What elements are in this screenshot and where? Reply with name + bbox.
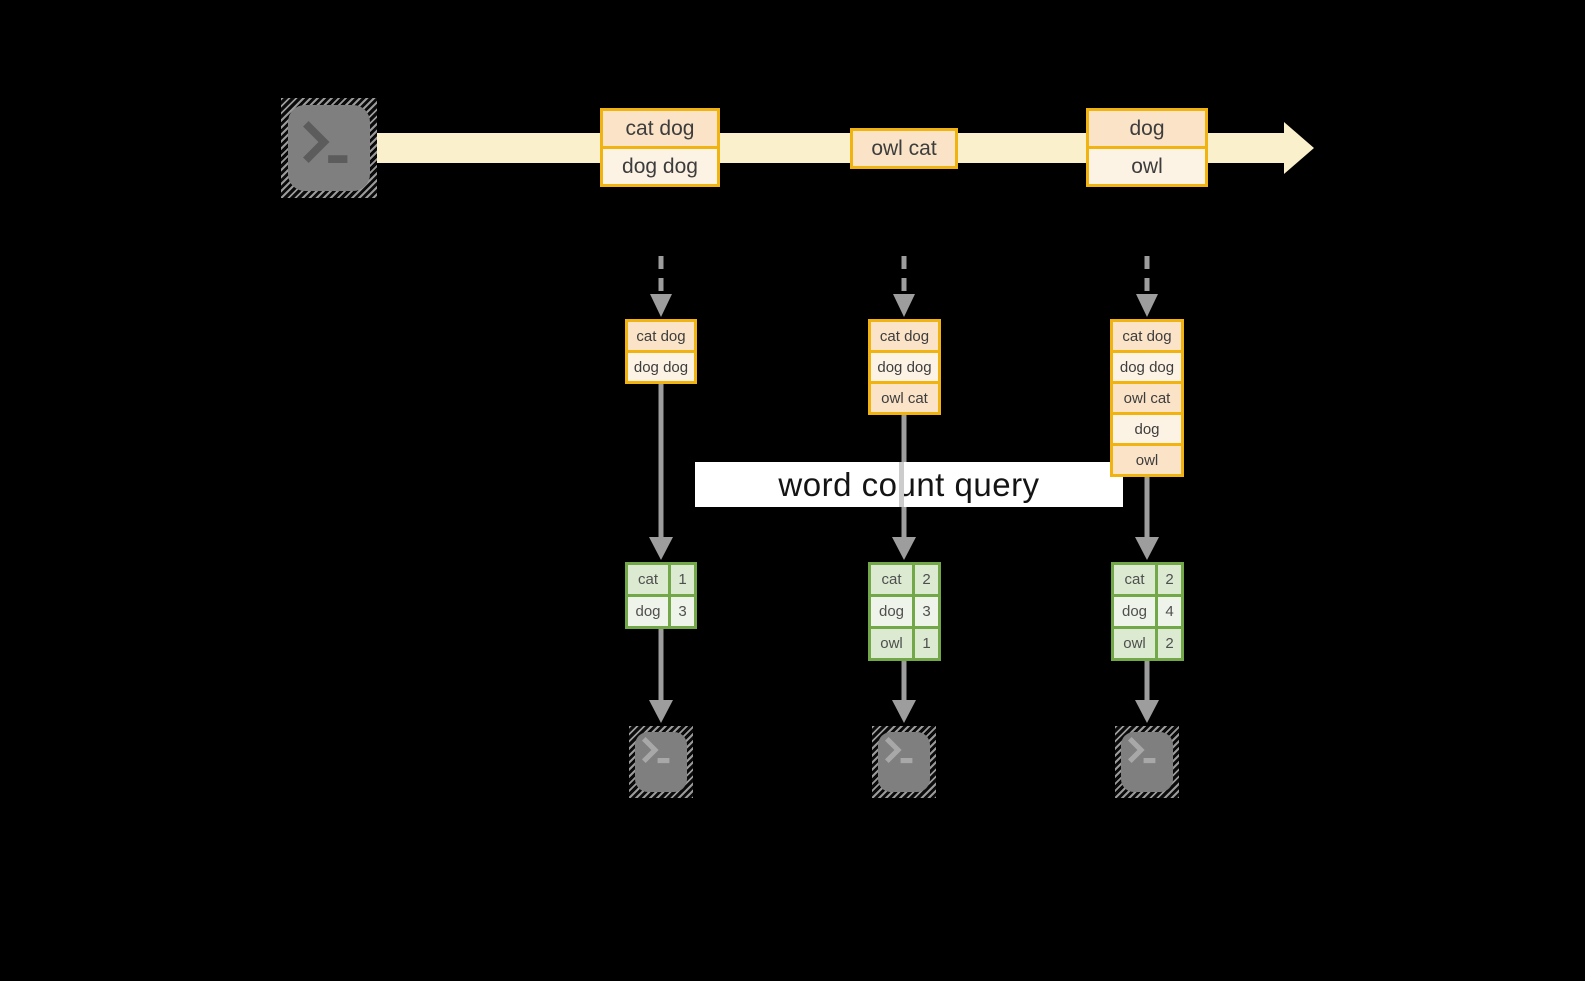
- stream-event-text: dog dog: [603, 149, 717, 184]
- state-event-text: owl: [1113, 446, 1181, 474]
- count-value-cell: 2: [915, 565, 938, 594]
- sink-terminal-icon-3: [1115, 726, 1179, 798]
- stream-timeline-arrowhead-icon: [1284, 122, 1314, 174]
- count-word-cell: dog: [1114, 597, 1155, 626]
- count-word-cell: cat: [871, 565, 912, 594]
- count-value-cell: 1: [671, 565, 694, 594]
- count-word-cell: dog: [871, 597, 912, 626]
- state-event-text: owl cat: [1113, 384, 1181, 412]
- count-word-cell: dog: [628, 597, 668, 626]
- count-value-cell: 2: [1158, 629, 1181, 658]
- state-event-text: cat dog: [1113, 322, 1181, 350]
- stream-event-text: cat dog: [603, 111, 717, 146]
- word-count-query-label: word count query: [695, 462, 1123, 507]
- state-event-text: dog: [1113, 415, 1181, 443]
- count-value-cell: 1: [915, 629, 938, 658]
- dashed-arrow-2-head: [893, 294, 915, 317]
- sink-terminal-icon-1: [629, 726, 693, 798]
- count-value-cell: 3: [671, 597, 694, 626]
- count-value-cell: 4: [1158, 597, 1181, 626]
- output-arrow-3-head: [1135, 700, 1159, 723]
- state-box-1: cat dog dog dog: [625, 319, 697, 384]
- source-terminal-icon: [281, 98, 377, 198]
- dashed-arrow-1-head: [650, 294, 672, 317]
- terminal-prompt-icon: [1127, 736, 1156, 764]
- state-event-text: cat dog: [871, 322, 938, 350]
- stream-event-text: dog: [1089, 111, 1205, 146]
- terminal-prompt-icon: [884, 736, 913, 764]
- state-event-text: owl cat: [871, 384, 938, 412]
- stream-event-box-2: owl cat: [850, 128, 958, 169]
- count-word-cell: owl: [1114, 629, 1155, 658]
- sink-terminal-icon-2: [872, 726, 936, 798]
- count-word-cell: cat: [1114, 565, 1155, 594]
- state-event-text: dog dog: [871, 353, 938, 381]
- stream-event-text: owl cat: [853, 131, 955, 166]
- state-event-text: cat dog: [628, 322, 694, 350]
- stream-event-text: owl: [1089, 149, 1205, 184]
- arrow-passthrough-line: [899, 462, 904, 507]
- state-event-text: dog dog: [1113, 353, 1181, 381]
- query-arrow-1-head: [649, 537, 673, 560]
- count-value-cell: 2: [1158, 565, 1181, 594]
- output-arrow-2-head: [892, 700, 916, 723]
- dashed-arrow-3-head: [1136, 294, 1158, 317]
- state-box-2: cat dog dog dog owl cat: [868, 319, 941, 415]
- query-label-text: word count query: [778, 465, 1040, 503]
- count-word-cell: owl: [871, 629, 912, 658]
- output-arrow-1-head: [649, 700, 673, 723]
- count-value-cell: 3: [915, 597, 938, 626]
- query-arrow-3-head: [1135, 537, 1159, 560]
- terminal-prompt-icon: [303, 121, 348, 164]
- count-word-cell: cat: [628, 565, 668, 594]
- state-box-3: cat dog dog dog owl cat dog owl: [1110, 319, 1184, 477]
- terminal-icon: [288, 105, 370, 191]
- query-arrow-2-head: [892, 537, 916, 560]
- state-event-text: dog dog: [628, 353, 694, 381]
- terminal-prompt-icon: [641, 736, 670, 764]
